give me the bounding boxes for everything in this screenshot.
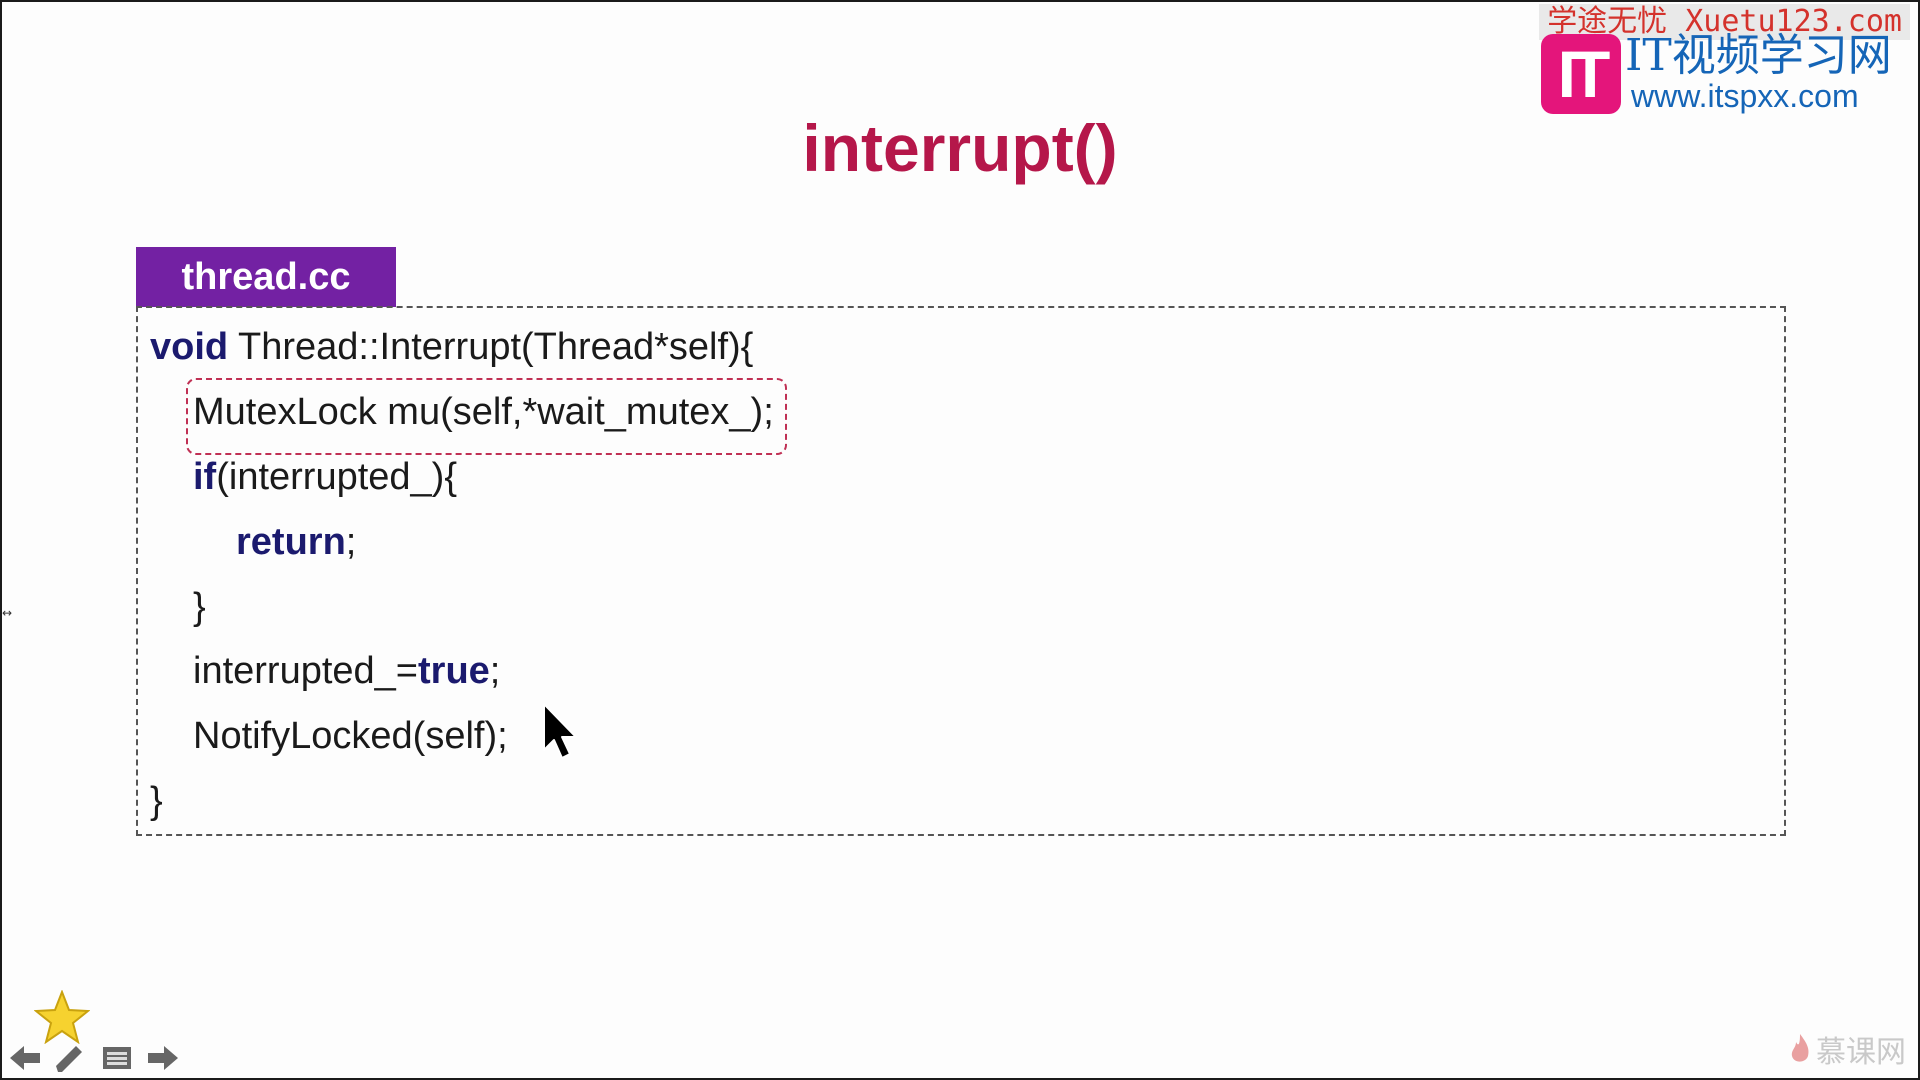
code-keyword: void (150, 326, 229, 368)
file-name-tab: thread.cc (136, 247, 396, 307)
arrow-right-icon[interactable] (146, 1042, 180, 1074)
star-icon[interactable] (34, 990, 90, 1044)
code-block (136, 306, 1786, 836)
resize-handle-icon[interactable]: ↔ (2, 606, 13, 620)
code-line-6: interrupted_=true; (193, 646, 500, 696)
code-line-8: } (150, 780, 163, 822)
it-logo-badge: IT (1541, 34, 1621, 114)
code-line-2: MutexLock mu(self,*wait_mutex_); (193, 391, 774, 433)
code-line-7: NotifyLocked(self); (193, 715, 508, 757)
watermark-logo-title: IT视频学习网 (1625, 30, 1892, 81)
code-keyword: if (193, 456, 217, 498)
code-keyword: true (418, 650, 490, 692)
code-line-1: void Thread::Interrupt(Thread*self){ (150, 322, 753, 372)
menu-icon[interactable] (100, 1042, 134, 1074)
player-controls (8, 990, 188, 1076)
slide-title: interrupt() (802, 111, 1118, 185)
flame-icon (1791, 1034, 1809, 1062)
pen-icon[interactable] (52, 1042, 86, 1074)
watermark-logo: IT IT视频学习网 www.itspxx.com (1541, 30, 1906, 114)
code-line-5: } (193, 586, 206, 628)
code-text: interrupted_= (193, 650, 418, 692)
watermark-logo-url: www.itspxx.com (1631, 78, 1859, 114)
code-line-4: return; (236, 517, 356, 567)
mouse-cursor-icon (543, 703, 577, 759)
code-text: (interrupted_){ (216, 456, 458, 498)
brand-text: 慕课网 (1816, 1035, 1906, 1070)
code-text: Thread::Interrupt(Thread*self){ (228, 326, 754, 368)
highlight-box (186, 378, 787, 455)
code-line-3: if(interrupted_){ (193, 452, 457, 502)
code-text: ; (489, 650, 501, 692)
brand-watermark: 慕课网 (1788, 1032, 1906, 1072)
code-keyword: return (236, 521, 346, 563)
code-text: ; (345, 521, 357, 563)
arrow-left-icon[interactable] (8, 1042, 42, 1074)
